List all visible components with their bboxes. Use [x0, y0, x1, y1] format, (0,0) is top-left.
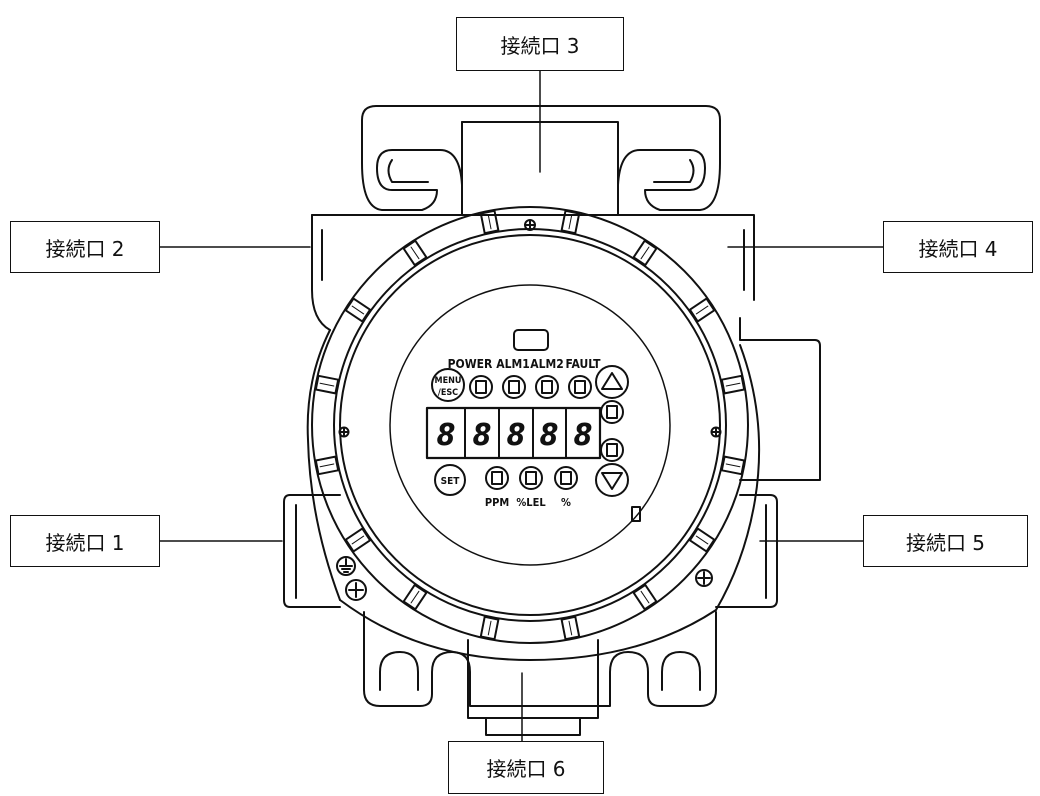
bezel-notch [479, 209, 500, 235]
screw-icon [345, 579, 367, 601]
leader-lines [159, 70, 884, 742]
callout-port-4: 接続口 4 [883, 221, 1033, 273]
callout-port-6: 接続口 6 [448, 741, 604, 794]
fault-led [568, 375, 592, 399]
bezel-notch-line [695, 535, 709, 545]
bezel-notch [402, 239, 428, 267]
screw-icon [695, 569, 713, 587]
display-digit: 8 [540, 418, 559, 453]
lel-led [519, 466, 543, 490]
label-tab [631, 506, 641, 522]
bezel-notch-line [568, 620, 573, 636]
alm1-led [502, 375, 526, 399]
callout-port-3: 接続口 3 [456, 17, 624, 71]
sensor-window [513, 329, 549, 351]
set-button-label: SET [441, 476, 461, 487]
percent-led [554, 466, 578, 490]
bezel-notch [632, 239, 658, 267]
alm2-label: ALM2 [530, 357, 564, 371]
bezel-notch [632, 583, 658, 611]
bezel-notch [344, 527, 372, 553]
display-digit: 8 [437, 418, 456, 453]
fault-label: FAULT [565, 357, 601, 371]
bezel-notch [688, 527, 716, 553]
bezel-notch [402, 583, 428, 611]
bezel-notch-line [725, 463, 741, 468]
bezel-notches [314, 209, 746, 641]
screw-icon [338, 426, 350, 438]
bezel-notch [314, 455, 340, 476]
screw-icon [524, 219, 536, 231]
bezel-notch-line [487, 620, 492, 636]
bezel-notch-line [640, 590, 650, 604]
display-digit: 8 [473, 418, 492, 453]
bezel-notch-line [319, 463, 335, 468]
bezel-notch [314, 374, 340, 395]
esc-button-label: /ESC [438, 388, 458, 398]
bezel-notch [344, 297, 372, 323]
ppm-led [485, 466, 509, 490]
up-button[interactable] [595, 365, 629, 399]
side-led-lower [600, 438, 624, 462]
bezel-notch-line [351, 305, 365, 315]
callout-port-1: 接続口 1 [10, 515, 160, 567]
bezel-notch-line [487, 214, 492, 230]
bezel-notch-line [351, 535, 365, 545]
down-button[interactable] [595, 463, 629, 497]
menu-esc-button[interactable]: MENU /ESC [431, 368, 465, 402]
callout-port-5: 接続口 5 [863, 515, 1028, 567]
bezel-notch [720, 374, 746, 395]
top-mounting-bracket [361, 105, 721, 216]
bezel-notch-line [319, 382, 335, 387]
bezel-notch [560, 615, 581, 641]
ppm-label: PPM [485, 496, 509, 509]
bottom-mounting-bracket [363, 611, 717, 736]
bezel-notch-line [695, 305, 709, 315]
display-digit: 8 [574, 418, 593, 453]
bezel-notch-line [410, 590, 420, 604]
up-arrow-icon [601, 372, 623, 390]
bezel-ring [311, 206, 749, 644]
bezel-notch [560, 209, 581, 235]
bezel-notch-line [725, 382, 741, 387]
set-button[interactable]: SET [434, 464, 466, 496]
alm1-label: ALM1 [496, 357, 530, 371]
front-panel: POWER ALM1 ALM2 FAULT MENU /ESC [425, 329, 629, 509]
bezel-notch [479, 615, 500, 641]
power-led [469, 375, 493, 399]
callout-port-2: 接続口 2 [10, 221, 160, 273]
housing-body [283, 121, 821, 661]
screw-icon [710, 426, 722, 438]
ground-icon [336, 556, 356, 576]
display-digit: 8 [507, 418, 526, 453]
bezel-notch-line [640, 246, 650, 260]
menu-button-label: MENU [435, 376, 462, 386]
bezel-notch [688, 297, 716, 323]
power-label: POWER [448, 357, 493, 371]
lel-label: %LEL [516, 496, 546, 509]
percent-label: % [561, 496, 571, 509]
down-arrow-icon [601, 472, 623, 490]
alm2-led [535, 375, 559, 399]
bezel-notch-line [568, 214, 573, 230]
bezel-notch-line [410, 246, 420, 260]
segment-display: 8 8 8 8 8 [425, 406, 602, 460]
bezel-notch [720, 455, 746, 476]
side-led-upper [600, 400, 624, 424]
